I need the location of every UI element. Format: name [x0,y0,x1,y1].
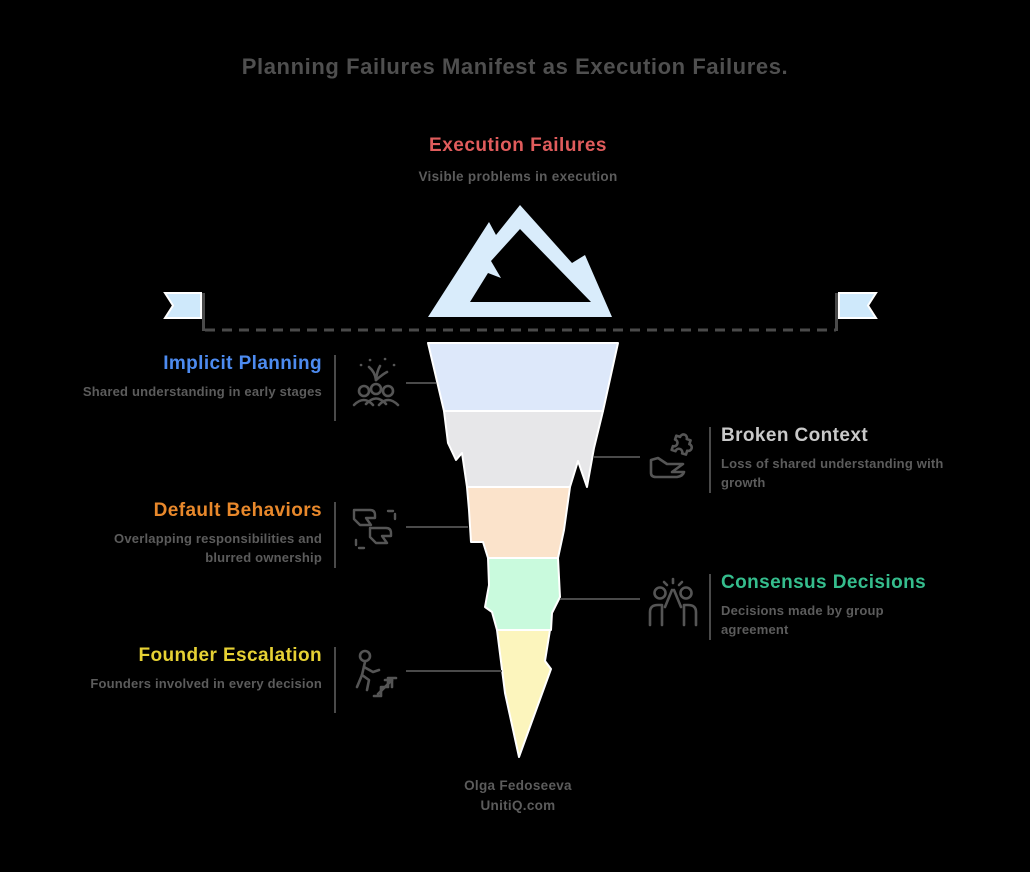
layer-label: Broken Context [721,425,869,446]
attribution-site: UnitiQ.com [480,797,556,813]
divider-line [334,647,336,713]
divider-line [334,355,336,421]
layer-description: Overlapping responsibilities and blurred… [114,531,322,565]
high-five-icon [645,574,701,630]
mountain-icon [428,205,612,317]
page-title: Planning Failures Manifest as Execution … [241,54,789,79]
layer-description: Founders involved in every decision [90,676,322,691]
entry-default-behaviors: Default Behaviors Overlapping responsibi… [78,500,404,568]
surface-description: Visible problems in execution [418,169,618,184]
surface-label: Execution Failures [429,135,607,156]
layer-label: Default Behaviors [153,500,322,521]
iceberg-band-default-behaviors [466,486,571,559]
overlapping-hands-icon [348,502,404,558]
entry-consensus-decisions: Consensus Decisions Decisions made by gr… [645,572,949,640]
divider-line [709,427,711,493]
iceberg-band-implicit-planning [427,342,619,412]
layer-label: Implicit Planning [163,353,322,374]
iceberg-band-founder-escalation [496,629,552,758]
attribution-name: Olga Fedoseeva [464,778,572,793]
iceberg-band-broken-context [443,410,604,488]
surface-block: Execution Failures Visible problems in e… [358,135,678,184]
divider-line [709,574,711,640]
team-celebration-icon [348,355,404,411]
divider-line [334,502,336,568]
layer-label: Founder Escalation [138,645,322,666]
layer-description: Decisions made by group agreement [721,603,884,637]
attribution: Olga Fedoseeva UnitiQ.com [358,776,678,815]
person-stairs-icon [348,647,404,703]
layer-description: Shared understanding in early stages [82,384,322,399]
flag-left-icon [163,292,205,331]
entry-implicit-planning: Implicit Planning Shared understanding i… [78,353,404,421]
entry-broken-context: Broken Context Loss of shared understand… [645,425,949,493]
layer-description: Loss of shared understanding with growth [721,456,944,490]
layer-label: Consensus Decisions [721,572,927,593]
iceberg-band-consensus-decisions [484,557,561,631]
flag-right-icon [835,292,878,331]
hand-puzzle-icon [645,427,701,483]
entry-founder-escalation: Founder Escalation Founders involved in … [78,645,404,713]
